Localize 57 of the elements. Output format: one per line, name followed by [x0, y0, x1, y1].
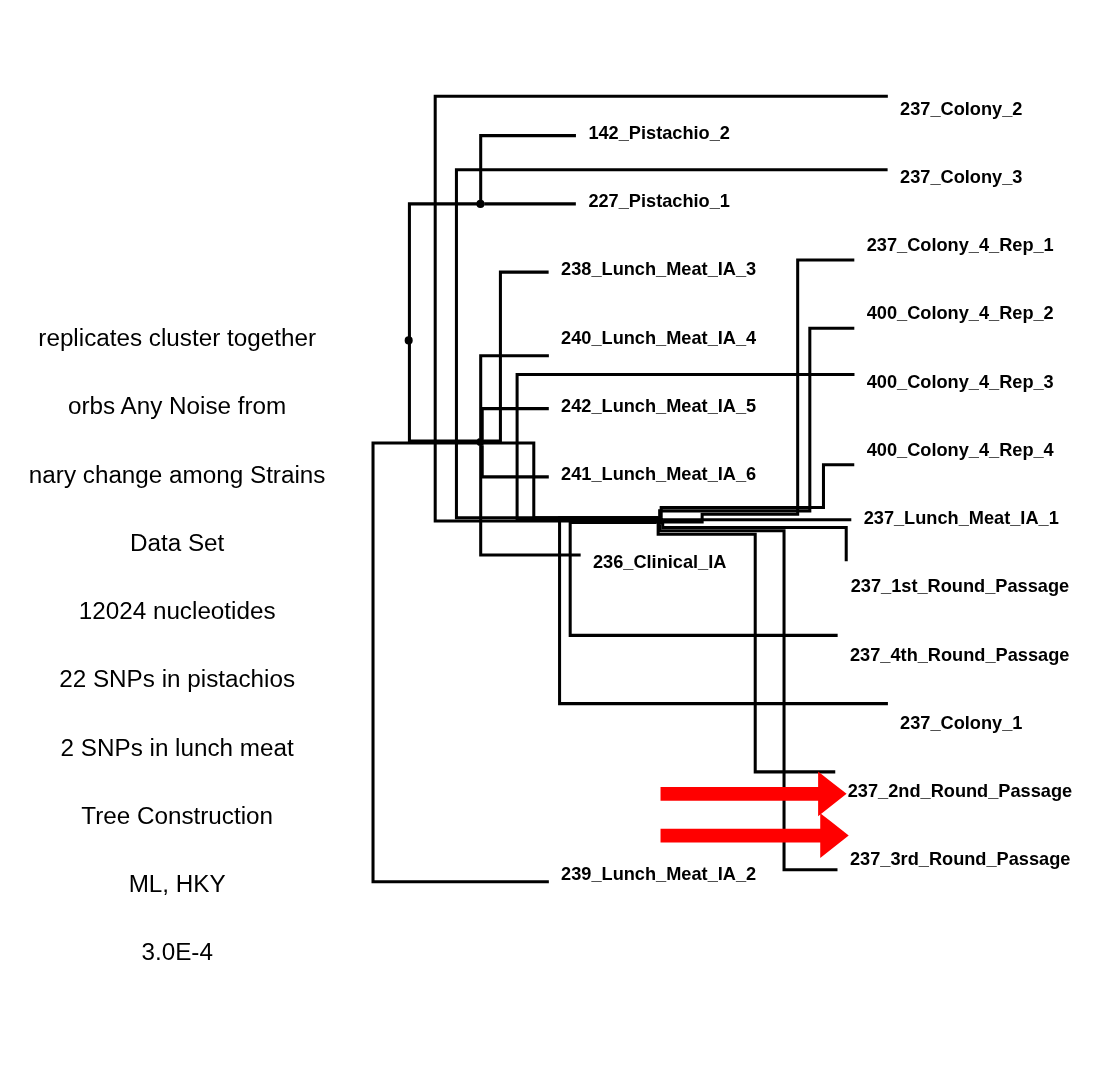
node-point [476, 437, 485, 446]
connector [407, 343, 478, 442]
arrow [660, 770, 847, 816]
node-text: 241_Lunch_Meat_IA_6 [561, 463, 757, 484]
connector [454, 167, 888, 519]
label: replicates cluster together [38, 323, 316, 351]
node-point [476, 199, 485, 208]
connector [407, 201, 478, 337]
label: Tree Construction [81, 801, 274, 829]
label: 22 SNPs in pistachios [59, 664, 296, 692]
connector [658, 326, 855, 517]
label: orbs Any Noise from [67, 391, 287, 419]
label: 3.0E-4 [141, 937, 213, 965]
connector [484, 201, 576, 205]
connector [659, 462, 855, 518]
node-text: 400_Colony_4_Rep_2 [866, 302, 1054, 323]
connector [479, 353, 549, 438]
node-text: 237_2nd_Round_Passage [847, 780, 1073, 801]
node-text: 237_Colony_1 [900, 712, 1023, 733]
node-text: 227_Pistachio_1 [588, 190, 730, 211]
node-text: 242_Lunch_Meat_IA_5 [561, 395, 757, 416]
label: 12024 nucleotides [78, 596, 276, 624]
connector [658, 524, 838, 871]
node-text: 400_Colony_4_Rep_4 [866, 439, 1054, 460]
node-text: 400_Colony_4_Rep_3 [866, 371, 1054, 392]
arrow [660, 812, 849, 858]
node-text: 237_1st_Round_Passage [850, 575, 1070, 596]
connector [433, 94, 888, 522]
node-text: 238_Lunch_Meat_IA_3 [561, 258, 757, 279]
connector [663, 258, 855, 523]
connector [479, 445, 581, 556]
connector [663, 517, 852, 521]
node-text: 237_3rd_Round_Passage [850, 848, 1071, 869]
label: Data Set [129, 528, 225, 556]
node-text: 237_4th_Round_Passage [850, 644, 1070, 665]
node-text: 142_Pistachio_2 [588, 122, 730, 143]
node-text: 236_Clinical_IA [592, 551, 727, 572]
node-text: 240_Lunch_Meat_IA_4 [561, 327, 757, 348]
connector [568, 520, 838, 637]
connector [515, 372, 855, 521]
node-point [655, 516, 664, 525]
label: nary change among Strains [28, 460, 326, 488]
connector [656, 523, 836, 773]
node-point [404, 335, 413, 344]
connector [480, 406, 549, 439]
connector [483, 270, 549, 442]
node-text: 237_Colony_3 [900, 166, 1023, 187]
connector [371, 441, 549, 883]
node-text: 237_Lunch_Meat_IA_1 [863, 507, 1059, 528]
node-text: 239_Lunch_Meat_IA_2 [561, 863, 757, 884]
label: ML, HKY [128, 869, 226, 897]
connector [479, 133, 576, 201]
node-text: 237_Colony_4_Rep_1 [866, 234, 1054, 255]
node-text: 237_Colony_2 [900, 98, 1023, 119]
connector [480, 444, 549, 478]
connector [661, 521, 848, 561]
label: 2 SNPs in lunch meat [60, 733, 294, 761]
